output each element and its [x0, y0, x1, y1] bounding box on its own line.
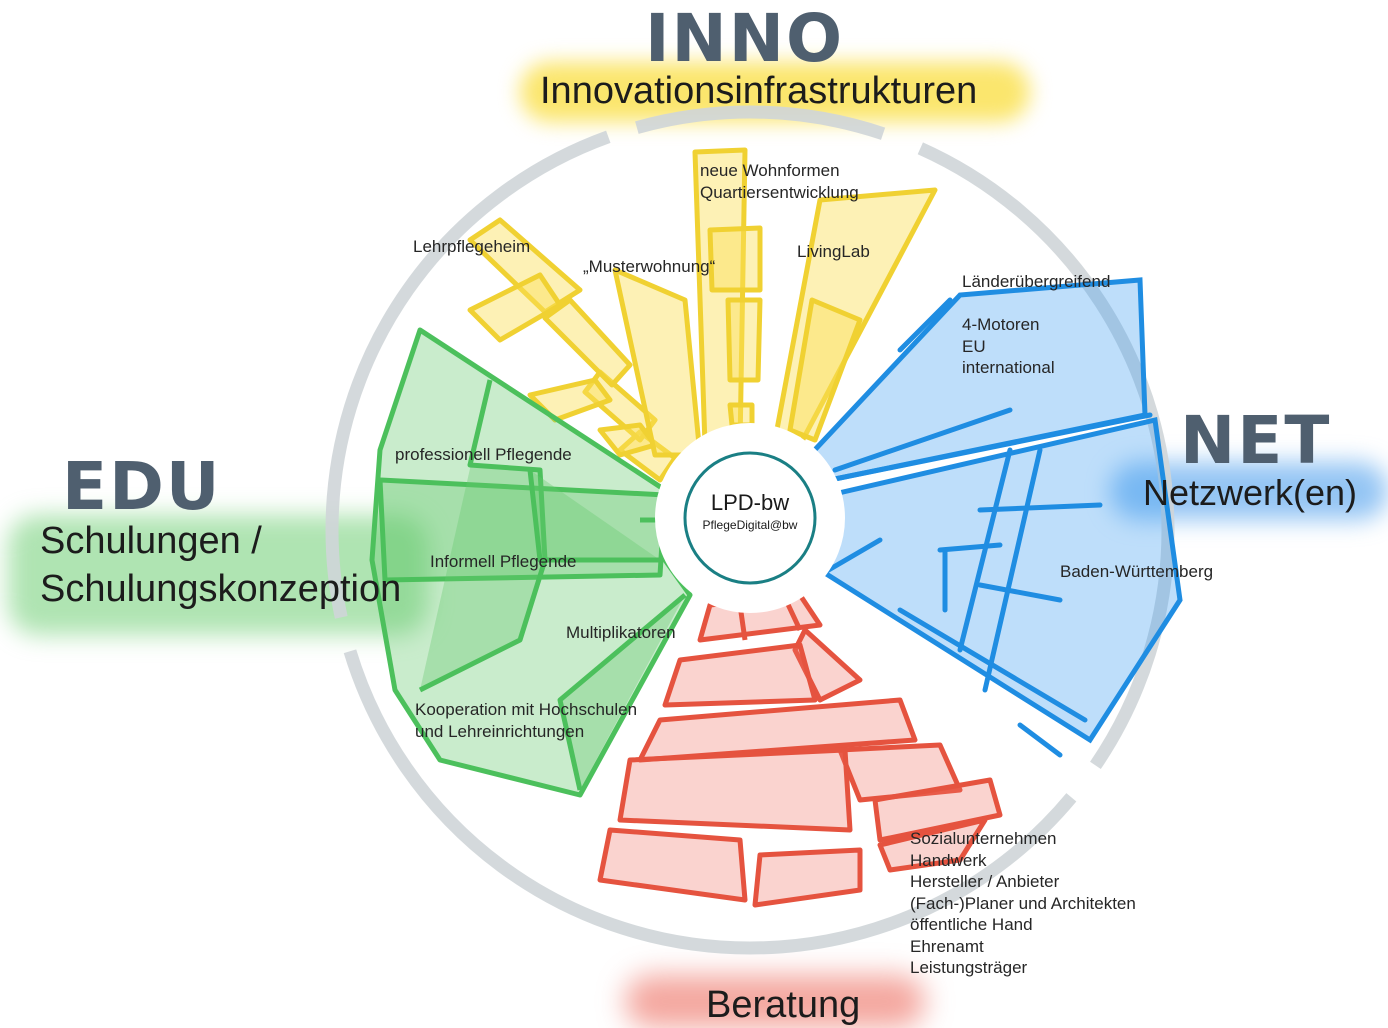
beratung-label: Ehrenamt [910, 936, 984, 956]
beratung-label: Handwerk [910, 850, 987, 870]
inno-label-lehrpflegeheim: Lehrpflegeheim [413, 237, 531, 256]
edu-label-multiplikatoren: Multiplikatoren [566, 623, 676, 642]
net-sector [806, 277, 1183, 758]
net-heading: NET [1180, 402, 1332, 479]
beratung-highlight [625, 975, 925, 1028]
center-subtitle: PflegeDigital@bw [702, 518, 798, 532]
edu-highlight [8, 515, 428, 635]
net-highlight [1110, 462, 1388, 520]
inno-sector [467, 147, 938, 483]
edu-label-professionell: professionell Pflegende [395, 445, 572, 464]
net-label-international: 4-Motoren EU international [962, 315, 1055, 377]
inno-label-wohnformen: neue Wohnformen Quartiersentwicklung [700, 161, 859, 202]
center-title: LPD-bw [710, 490, 790, 515]
inno-heading: INNO [645, 0, 845, 77]
beratung-label: Sozialunternehmen [910, 829, 1057, 848]
edu-subtitle-line1: Schulungen / [40, 520, 262, 562]
beratung-label: Leistungsträger [910, 958, 1028, 977]
beratung-labels: Sozialunternehmen Handwerk Hersteller / … [910, 828, 1136, 979]
inno-label-livinglab: LivingLab [797, 242, 870, 261]
net-subtitle: Netzwerk(en) [1143, 472, 1358, 513]
edu-sector [369, 327, 693, 798]
beratung-heading: Beratung [706, 984, 861, 1026]
beratung-label: (Fach-)Planer und Architekten [910, 893, 1136, 913]
edu-heading: EDU [62, 448, 222, 525]
net-label-laenderuebergreifend: Länderübergreifend [962, 272, 1111, 291]
beratung-label: öffentliche Hand [910, 915, 1033, 934]
edu-label-informell: Informell Pflegende [430, 552, 577, 571]
beratung-label: Hersteller / Anbieter [910, 872, 1060, 891]
inno-label-musterwohnung: „Musterwohnung“ [583, 257, 716, 276]
inno-subtitle: Innovationsinfrastrukturen [540, 70, 978, 112]
edu-subtitle-line2: Schulungskonzeption [40, 568, 402, 610]
edu-label-kooperation: Kooperation mit Hochschulen und Lehreinr… [415, 700, 638, 741]
net-label-bw: Baden-Württemberg [1060, 562, 1214, 581]
beratung-sector [597, 592, 1003, 908]
